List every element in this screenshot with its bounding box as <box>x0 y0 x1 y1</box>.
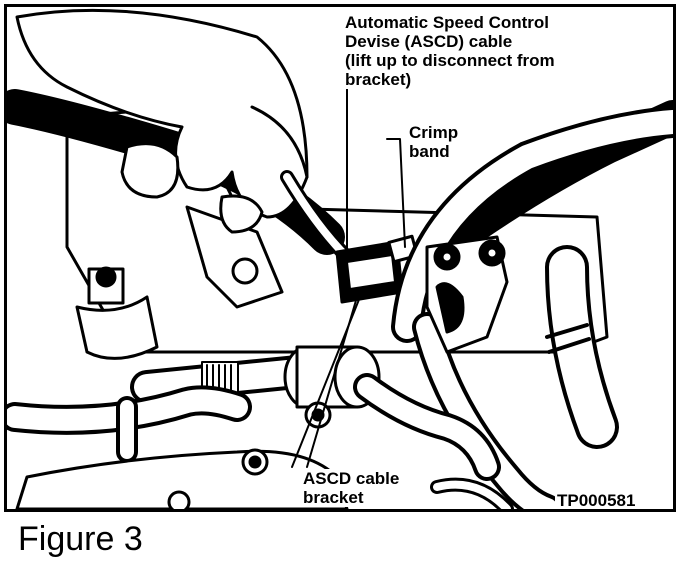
crimp-band-callout: Crimp band <box>409 123 459 161</box>
crimp-band-callout-line: band <box>409 142 450 161</box>
leader-crimp-band <box>386 138 406 248</box>
ascd-bracket-shape <box>335 234 419 304</box>
left-bolt <box>75 266 159 360</box>
ascd-bracket-callout: ASCD cable bracket <box>303 469 400 507</box>
figure-frame: Automatic Speed Control Devise (ASCD) ca… <box>4 4 676 512</box>
ascd-bracket-callout-line: bracket <box>303 488 364 507</box>
bottom-bolt <box>167 448 269 509</box>
ascd-cable-callout-line: Automatic Speed Control <box>345 13 550 32</box>
hand <box>15 8 309 234</box>
crimp-band-callout-line: Crimp <box>409 123 459 142</box>
ascd-cable-callout-line: Devise (ASCD) cable <box>345 32 513 51</box>
ascd-cable-callout: Automatic Speed Control Devise (ASCD) ca… <box>345 13 555 89</box>
manifold-bolts <box>425 235 509 354</box>
ascd-cable-callout-line: bracket) <box>345 70 412 89</box>
black-hose-right <box>420 100 673 269</box>
part-code: TP000581 <box>555 491 638 510</box>
ascd-cable-callout-line: (lift up to disconnect from <box>345 51 555 70</box>
figure-caption: Figure 3 <box>18 520 143 558</box>
engine-illustration <box>7 8 673 509</box>
ascd-bracket-callout-line: ASCD cable <box>303 469 400 488</box>
